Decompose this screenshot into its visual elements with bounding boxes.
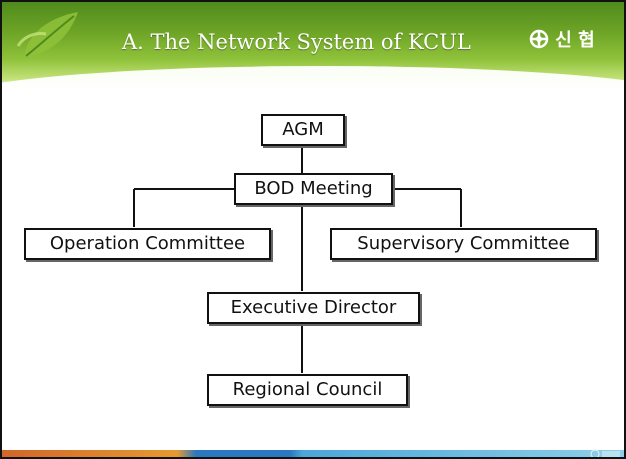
slide-title: A. The Network System of KCUL	[122, 30, 471, 54]
node-bod-meeting: BOD Meeting	[234, 173, 393, 205]
footer-bar	[2, 450, 624, 457]
node-executive-director: Executive Director	[207, 292, 420, 324]
slide-header: A. The Network System of KCUL 신 협	[2, 2, 624, 90]
node-operation-committee: Operation Committee	[24, 228, 271, 260]
node-agm: AGM	[261, 114, 345, 146]
kcul-logo: 신 협	[529, 26, 619, 56]
leaf-icon	[16, 12, 78, 58]
node-supervisory-committee: Supervisory Committee	[330, 228, 597, 260]
node-regional-council: Regional Council	[207, 374, 408, 406]
footer-watermark-icon	[590, 449, 620, 457]
kcul-emblem-icon	[529, 29, 549, 49]
logo-text: 신 협	[555, 30, 595, 51]
